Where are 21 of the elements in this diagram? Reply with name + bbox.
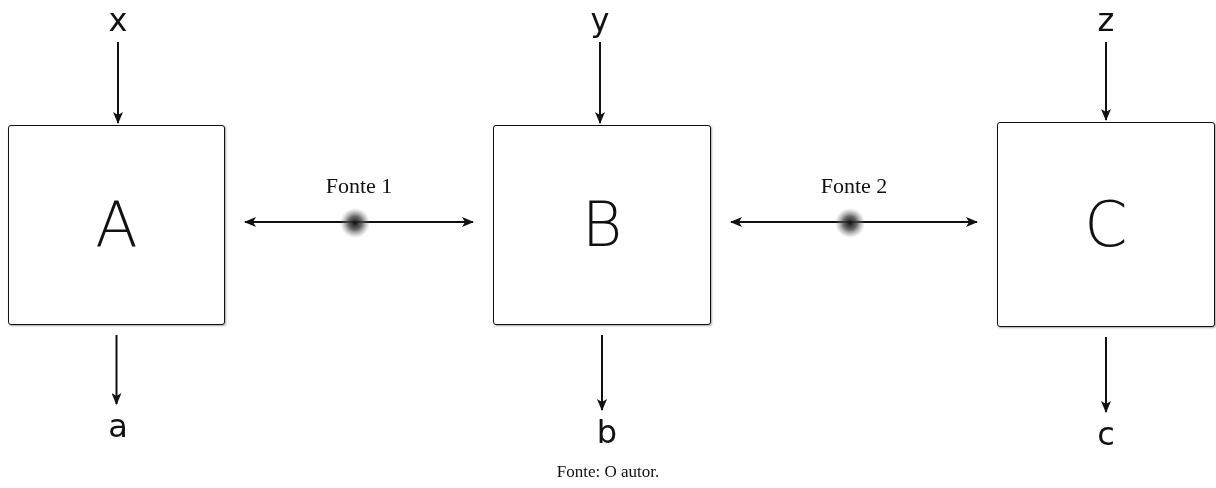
arrow [730, 217, 978, 227]
arrow [113, 41, 123, 124]
caption: Fonte: O autor. [556, 462, 660, 482]
variable-label: x [108, 4, 128, 36]
arrow [111, 334, 122, 405]
arrow [597, 334, 607, 411]
process-box [493, 125, 711, 325]
arrow [595, 41, 605, 124]
arrow [1101, 41, 1111, 121]
box-label: A [95, 194, 138, 256]
process-box [8, 125, 225, 325]
variable-label: b [596, 416, 618, 448]
box-label: C [1084, 193, 1128, 256]
process-box [997, 122, 1215, 327]
variable-label: c [1097, 418, 1115, 450]
variable-label: a [108, 410, 128, 442]
arrow [1101, 336, 1111, 413]
variable-label: y [590, 4, 610, 36]
arrow [244, 217, 474, 227]
box-label: B [581, 194, 623, 256]
variable-label: z [1097, 4, 1115, 36]
